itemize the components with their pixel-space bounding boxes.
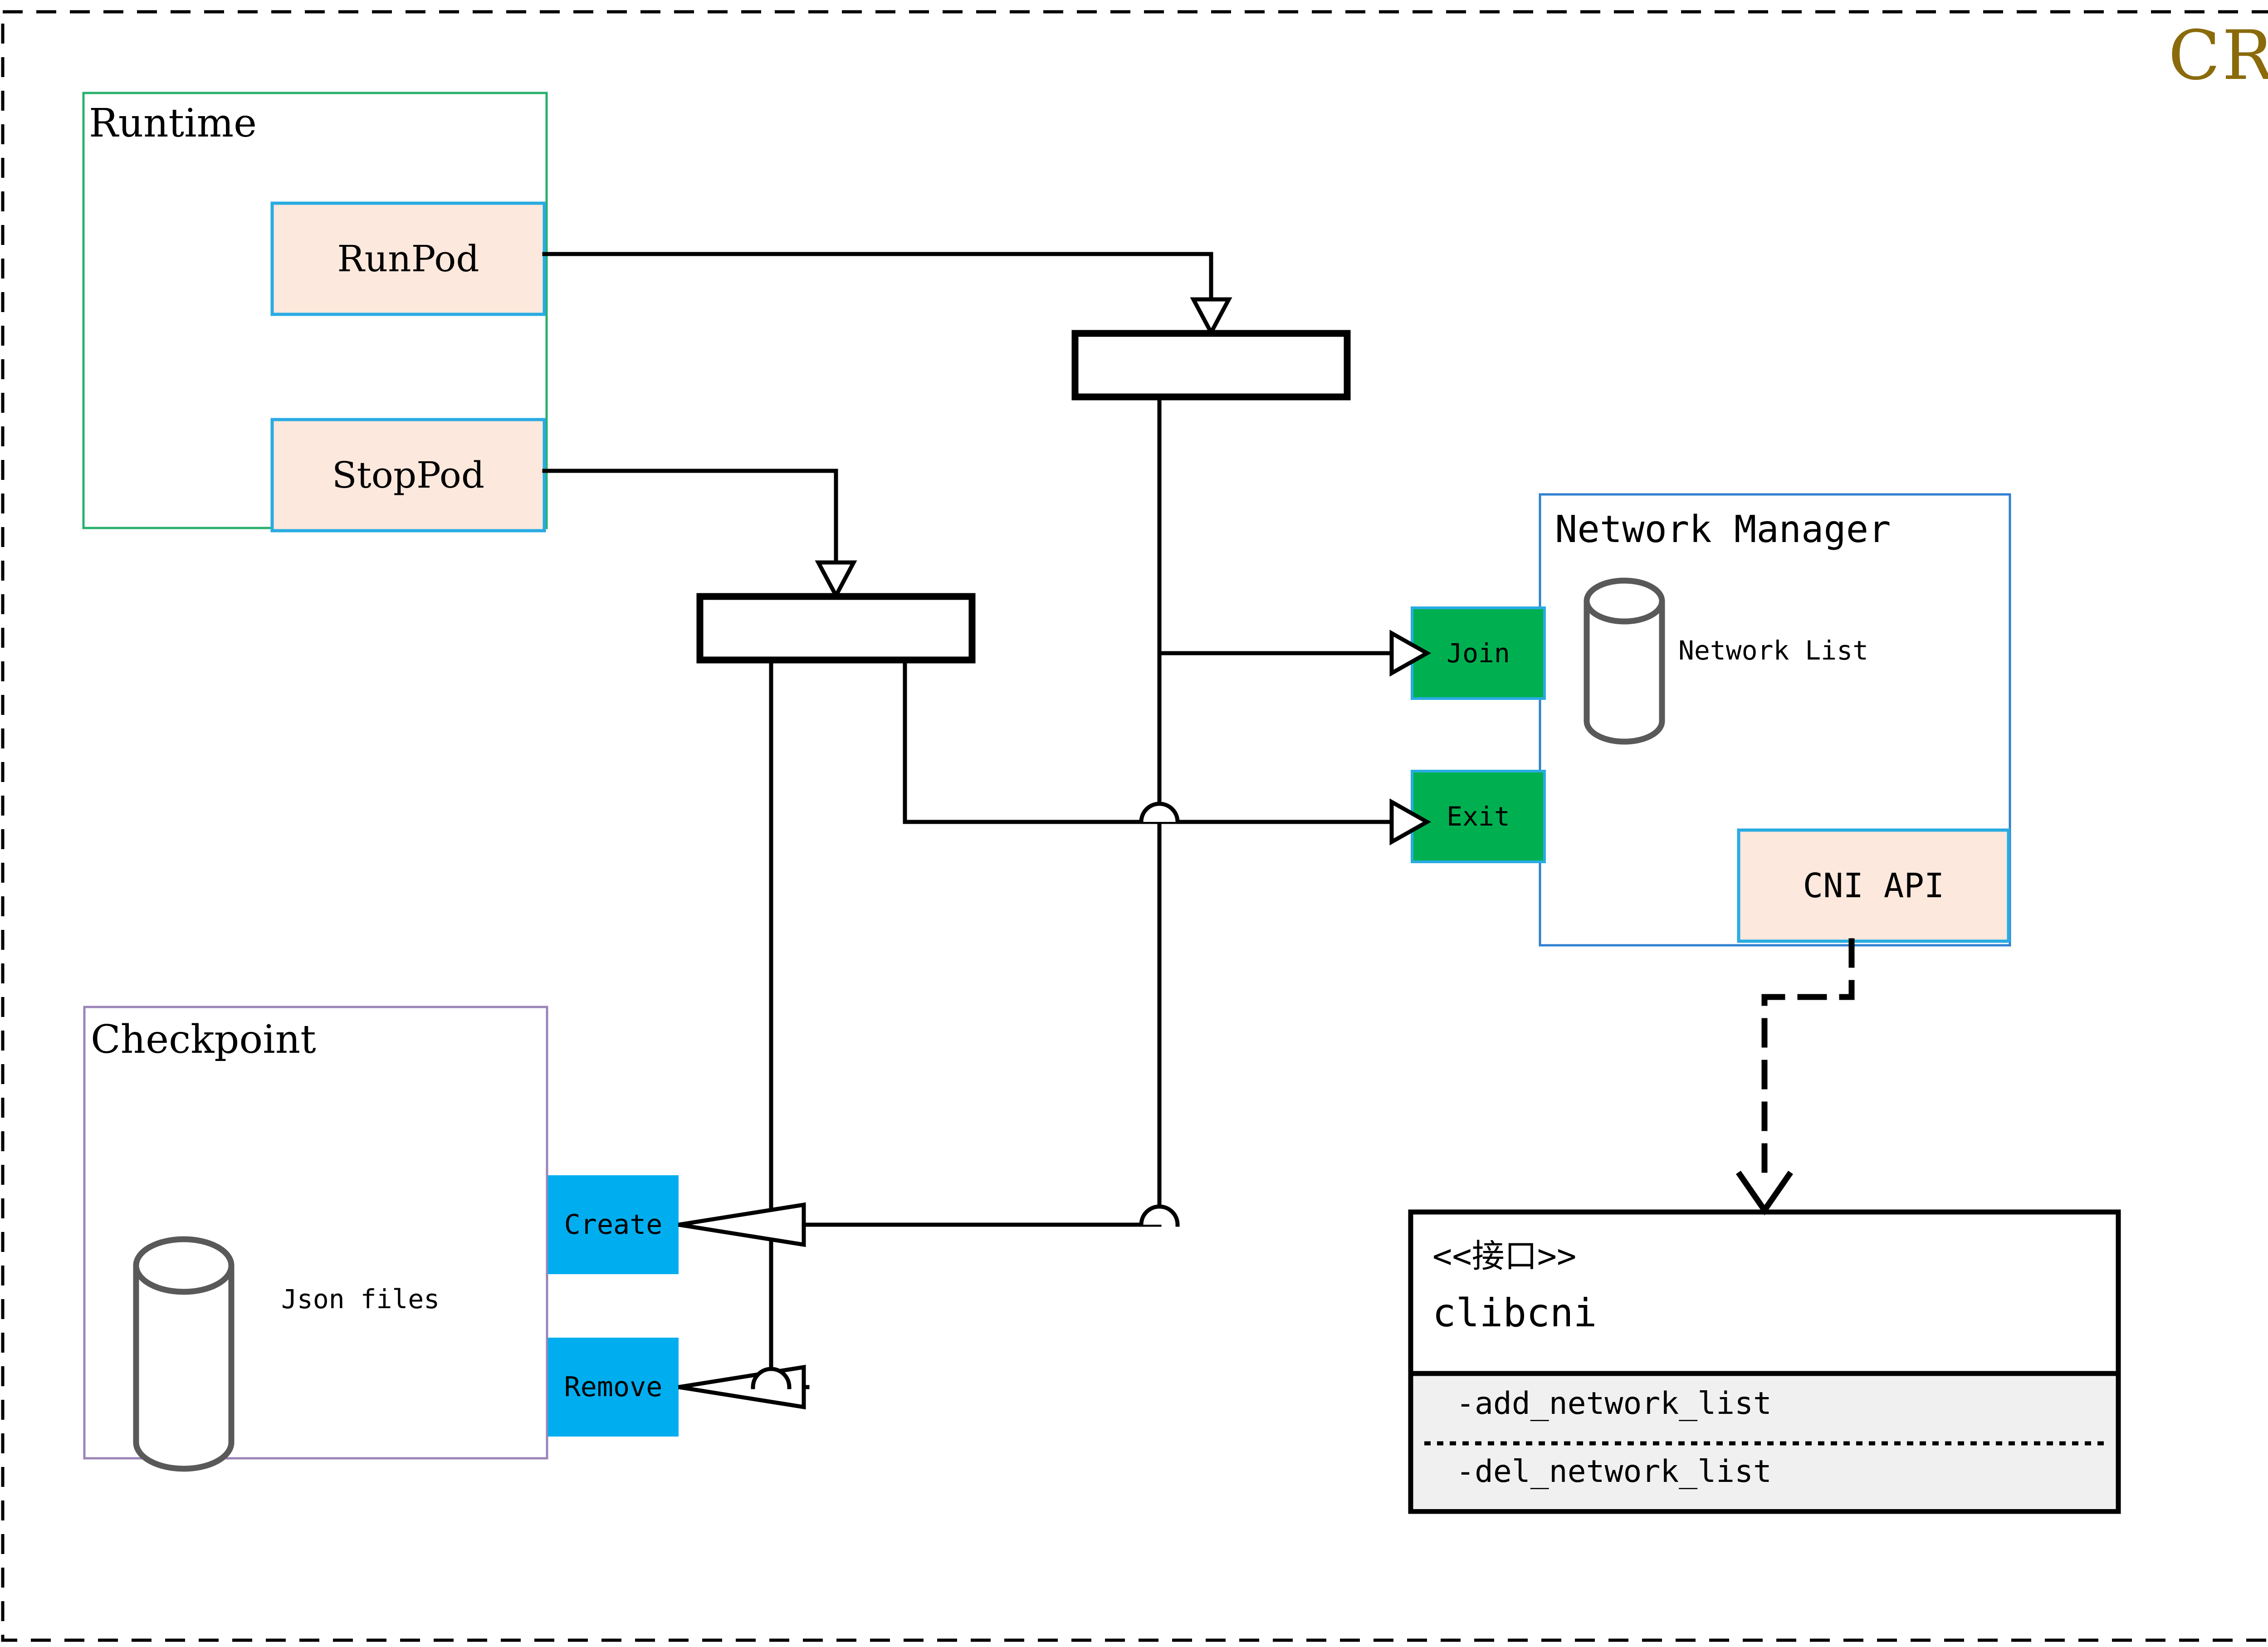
connector-layer	[542, 252, 1855, 1410]
json-files-cylinder	[133, 1236, 235, 1472]
join-label: Join	[1447, 638, 1510, 669]
line-hop-remove-crossing	[751, 1367, 792, 1389]
edge-stoppod-to-junction	[542, 469, 838, 562]
arrowhead-exit	[1389, 798, 1432, 845]
stoppod-label: StopPod	[332, 454, 485, 496]
arrowhead-create	[678, 1202, 806, 1247]
remove-box[interactable]	[548, 1338, 679, 1437]
runpod-box[interactable]	[270, 201, 546, 316]
arrowhead-join	[1389, 630, 1432, 677]
cni-api-label: CNI API	[1803, 866, 1945, 905]
edge-junction1-left-to-join	[1157, 395, 1393, 655]
runpod-label: RunPod	[337, 238, 479, 280]
clibcni-stereotype: <<接口>>	[1432, 1237, 1577, 1275]
network-list-cylinder	[1584, 577, 1665, 745]
junction-bar-stoppod	[696, 593, 976, 664]
line-hop-exit-crossing	[1139, 802, 1180, 824]
exit-label: Exit	[1447, 801, 1510, 832]
join-box[interactable]	[1411, 606, 1546, 700]
clibcni-name: clibcni	[1432, 1290, 1597, 1336]
stoppod-box[interactable]	[270, 418, 546, 533]
network-manager-group-label: Network Manager	[1555, 508, 1891, 551]
runtime-group-label: Runtime	[89, 101, 257, 146]
line-hop-create-crossing	[1139, 1204, 1180, 1227]
edge-runpod-to-junction	[542, 252, 1213, 299]
arrowhead-clibcni-open	[1735, 1170, 1794, 1216]
clibcni-method-del: -del_network_list	[1456, 1454, 1772, 1490]
edge-junction2-right-to-exit	[903, 658, 1393, 824]
cni-api-box[interactable]	[1737, 828, 2010, 943]
edge-cni-api-to-clibcni	[1761, 938, 1855, 1187]
arrowhead-stoppod-junction	[815, 560, 857, 600]
create-box[interactable]	[548, 1175, 679, 1274]
remove-label: Remove	[564, 1371, 663, 1403]
diagram-title: CRI	[2168, 16, 2268, 95]
exit-box[interactable]	[1411, 770, 1546, 863]
create-label: Create	[564, 1209, 663, 1241]
json-files-label: Json files	[281, 1284, 440, 1315]
junction-bar-runpod	[1071, 330, 1351, 401]
clibcni-method-add: -add_network_list	[1456, 1386, 1772, 1422]
checkpoint-group-label: Checkpoint	[91, 1017, 316, 1062]
arrowhead-runpod-junction	[1190, 297, 1232, 337]
network-list-label: Network List	[1678, 635, 1869, 666]
